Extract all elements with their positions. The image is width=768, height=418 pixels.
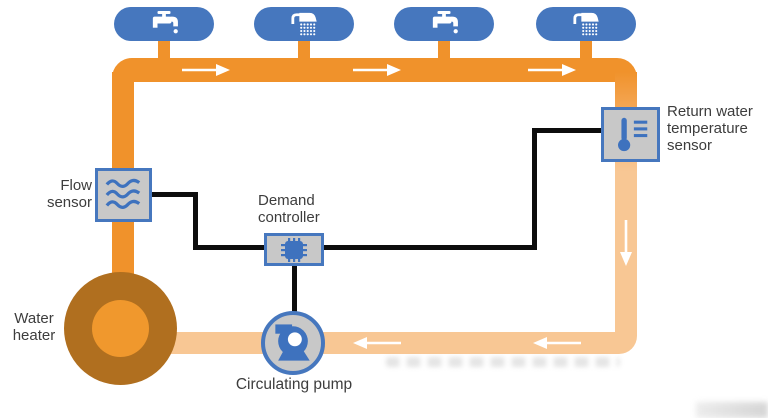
return-flow-arrow-1 (353, 337, 401, 349)
wire-returnsensor-out (532, 128, 604, 133)
circulating-pump-label: Circulating pump (216, 376, 372, 393)
wire-to-controller-left (193, 245, 268, 250)
fixture-stub-3 (438, 38, 450, 64)
wire-flowsensor-down (193, 192, 198, 248)
water-heater-core (92, 300, 149, 357)
fixture-faucet-1 (114, 7, 214, 41)
fixture-faucet-2 (394, 7, 494, 41)
supply-flow-arrow-1 (182, 64, 230, 76)
controller-chip-icon (281, 237, 307, 262)
circulating-pump (261, 311, 325, 375)
demand-controller-label: Demand controller (258, 192, 348, 226)
fixture-stub-4 (580, 38, 592, 64)
return-sensor-label-line1: Return water (667, 103, 753, 120)
wire-controller-to-pump (292, 264, 297, 314)
flow-sensor-label-line1: Flow (60, 177, 92, 194)
corner-smudge (696, 402, 768, 418)
return-flow-arrow-down (620, 220, 632, 266)
demand-controller (264, 233, 324, 266)
shower-icon (291, 12, 317, 35)
return-water-temperature-sensor (601, 107, 660, 162)
faucet-icon (432, 11, 458, 34)
circulating-pump-label-line1: Circulating pump (235, 376, 353, 393)
flow-waves-icon (105, 178, 140, 209)
water-heater-label-line1: Water (14, 310, 54, 327)
shower-icon (573, 12, 599, 35)
fixture-shower-2 (536, 7, 636, 41)
demand-controller-label-line1: Demand (258, 192, 315, 209)
supply-flow-arrow-3 (528, 64, 576, 76)
return-sensor-label-line3: sensor (667, 137, 713, 154)
fixture-stub-2 (298, 38, 310, 64)
pump-icon (275, 324, 310, 361)
water-heater-label: Water heater (6, 310, 62, 344)
faucet-icon (152, 11, 178, 34)
supply-flow-arrow-2 (353, 64, 401, 76)
water-heater-label-line2: heater (12, 327, 56, 344)
fixture-stub-1 (158, 38, 170, 64)
watermark-smudge (386, 357, 620, 367)
flow-sensor-label-line2: sensor (46, 194, 92, 211)
return-sensor-label-line2: temperature (667, 120, 748, 137)
fixture-shower-1 (254, 7, 354, 41)
wire-flowsensor-out (150, 192, 198, 197)
return-sensor-label: Return water temperature sensor (667, 103, 767, 154)
flow-sensor-label: Flow sensor (18, 177, 92, 211)
thermometer-icon (617, 117, 647, 151)
return-pipe-corner (615, 332, 637, 354)
wire-returnsensor-down (532, 128, 537, 250)
return-flow-arrow-2 (533, 337, 581, 349)
wire-controller-right (320, 245, 537, 250)
flow-sensor (95, 168, 152, 222)
demand-controller-label-line2: controller (258, 209, 320, 226)
